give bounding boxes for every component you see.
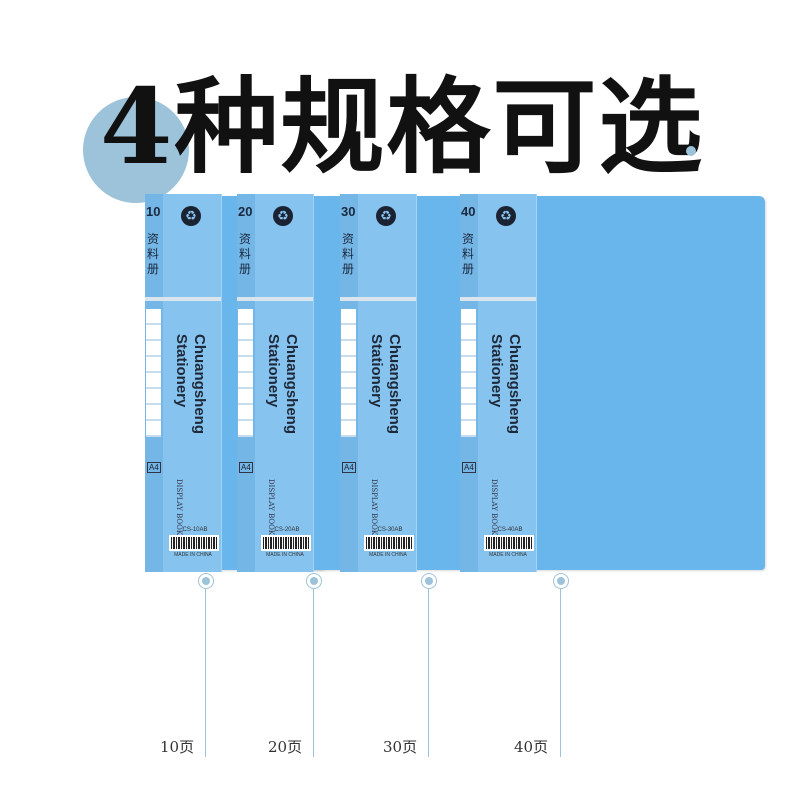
binder-side-spine: 30 资料册 A4	[340, 194, 359, 572]
barcode	[484, 535, 534, 551]
index-label-lines	[341, 309, 356, 437]
decorative-circle	[83, 97, 189, 203]
made-in-label: MADE IN CHINA	[369, 552, 407, 558]
size-label: A4	[342, 462, 356, 473]
product-code: CS-30AB	[377, 527, 403, 533]
recycle-icon: ♻	[496, 206, 516, 226]
index-label-lines	[238, 309, 253, 437]
product-code: CS-40AB	[497, 527, 523, 533]
recycle-icon: ♻	[181, 206, 201, 226]
spine-band	[460, 297, 536, 301]
brand-name: Chuangsheng Stationery	[173, 334, 208, 434]
recycle-icon: ♻	[376, 206, 396, 226]
recycle-icon: ♻	[273, 206, 293, 226]
binder-cover	[520, 196, 765, 570]
page-count-label: 30页	[383, 738, 418, 756]
size-label: A4	[147, 462, 161, 473]
binder-front-spine: ♻ Chuangsheng Stationery DISPLAY BOOK CS…	[255, 194, 314, 572]
pointer-line	[313, 589, 314, 757]
binder-side-spine: 20 资料册 A4	[237, 194, 256, 572]
made-in-label: MADE IN CHINA	[174, 552, 212, 558]
made-in-label: MADE IN CHINA	[266, 552, 304, 558]
page-count-label: 40页	[514, 738, 549, 756]
product-code: CS-10AB	[182, 527, 208, 533]
binder-side-spine: 10 资料册 A4	[145, 194, 164, 572]
series-label: 资料册	[239, 232, 252, 276]
binder-front-spine: ♻ Chuangsheng Stationery DISPLAY BOOK CS…	[478, 194, 537, 572]
page-count-label: 20页	[268, 738, 303, 756]
page-count-number: 10	[146, 204, 161, 219]
marker-dot	[198, 573, 214, 589]
size-label: A4	[462, 462, 476, 473]
decorative-dot	[686, 146, 696, 156]
brand-name: Chuangsheng Stationery	[488, 334, 523, 434]
brand-name: Chuangsheng Stationery	[265, 334, 300, 434]
spine-band	[145, 297, 221, 301]
marker-dot	[421, 573, 437, 589]
page-count-number: 40	[461, 204, 476, 219]
product-code: CS-20AB	[274, 527, 300, 533]
pointer-line	[205, 589, 206, 757]
index-label-lines	[146, 309, 161, 437]
binder-front-spine: ♻ Chuangsheng Stationery DISPLAY BOOK CS…	[163, 194, 222, 572]
page-count-number: 30	[341, 204, 356, 219]
barcode	[364, 535, 414, 551]
series-label: 资料册	[462, 232, 475, 276]
barcode	[261, 535, 311, 551]
index-label-lines	[461, 309, 476, 437]
brand-name: Chuangsheng Stationery	[368, 334, 403, 434]
marker-dot	[553, 573, 569, 589]
page-count-number: 20	[238, 204, 253, 219]
binder-front-spine: ♻ Chuangsheng Stationery DISPLAY BOOK CS…	[358, 194, 417, 572]
pointer-line	[428, 589, 429, 757]
page-count-label: 10页	[160, 738, 195, 756]
pointer-line	[560, 589, 561, 757]
series-label: 资料册	[342, 232, 355, 276]
spine-band	[340, 297, 416, 301]
marker-dot	[306, 573, 322, 589]
size-label: A4	[239, 462, 253, 473]
binder-side-spine: 40 资料册 A4	[460, 194, 479, 572]
page-title: 4种规格可选	[100, 65, 705, 188]
spine-band	[237, 297, 313, 301]
made-in-label: MADE IN CHINA	[489, 552, 527, 558]
series-label: 资料册	[147, 232, 160, 276]
barcode	[169, 535, 219, 551]
